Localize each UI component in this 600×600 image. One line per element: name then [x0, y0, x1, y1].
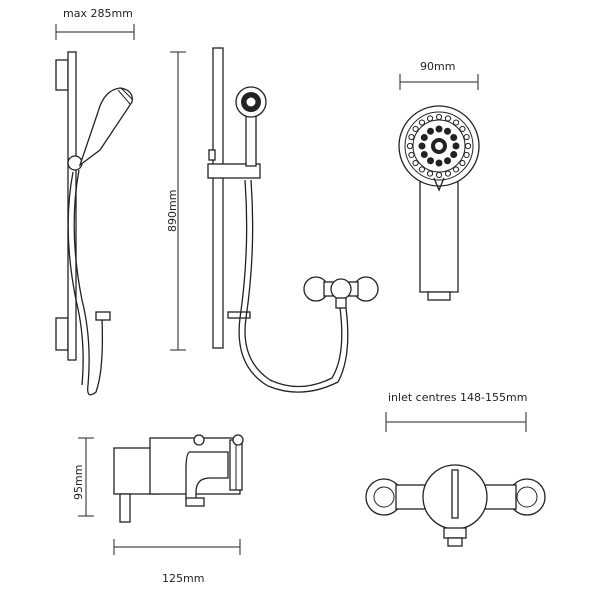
spray-nozzle	[452, 142, 460, 150]
spray-nozzle	[444, 170, 452, 177]
valve-outlet-elbow	[185, 451, 229, 501]
spray-nozzle	[406, 142, 414, 150]
spray-nozzle	[412, 159, 419, 167]
bottom-wall-bracket	[55, 317, 69, 351]
max-width-label: max 285mm	[63, 7, 133, 20]
spray-nozzle	[435, 171, 443, 179]
handset-head-rim	[404, 111, 474, 181]
valve-side-view: 95mm 125mm	[72, 434, 244, 585]
side-view-rail-kit: max 285mm	[55, 7, 135, 396]
spray-nozzle	[450, 151, 458, 158]
spray-nozzle	[435, 125, 443, 133]
valve-top-screw-right	[232, 434, 244, 446]
side-rail	[67, 51, 77, 361]
front-slider	[207, 163, 261, 179]
valve-depth-label: 125mm	[162, 572, 204, 585]
inlet-centres-label: inlet centres 148-155mm	[388, 391, 527, 404]
spray-nozzle	[418, 142, 426, 150]
spray-nozzle	[464, 142, 472, 150]
spray-nozzle	[412, 125, 419, 133]
left-inlet-inner	[373, 486, 395, 508]
spray-nozzle	[418, 119, 426, 126]
side-hose	[73, 169, 111, 396]
spray-nozzle	[418, 166, 426, 173]
rail-clip	[208, 149, 216, 161]
spray-nozzle	[426, 170, 434, 177]
spray-nozzle	[426, 115, 434, 122]
spray-nozzle	[459, 125, 466, 133]
spray-nozzle	[444, 157, 451, 165]
handset-hose-thread	[427, 291, 451, 301]
slider-knob	[67, 155, 83, 171]
valve-outlet-nut	[185, 497, 205, 507]
spray-nozzle	[420, 134, 428, 141]
spray-nozzle	[444, 115, 452, 122]
front-handset-centre	[245, 96, 257, 108]
spray-nozzle	[435, 159, 443, 167]
front-handset-handle	[245, 109, 257, 167]
right-inlet-inner	[516, 486, 538, 508]
spray-nozzle	[408, 151, 415, 159]
front-valve-centre	[330, 278, 352, 300]
handset-centre-nozzle-hole	[435, 142, 443, 150]
hose-connector	[95, 311, 111, 321]
spray-nozzle	[427, 127, 434, 135]
handset-front-view: 90mm	[398, 60, 480, 301]
valve-outlet-thread	[447, 537, 463, 547]
handset-mode-selector	[433, 177, 445, 192]
spray-nozzle	[463, 133, 470, 141]
front-hose	[244, 179, 343, 388]
side-handset	[78, 87, 133, 167]
head-width-label: 90mm	[420, 60, 455, 73]
spray-nozzle	[427, 157, 434, 165]
spray-nozzle	[435, 113, 443, 121]
handset-face-line-2	[120, 87, 134, 101]
handset-nozzles	[406, 113, 472, 179]
valve-inlet-leg	[119, 493, 131, 523]
spray-nozzle	[420, 151, 428, 158]
valve-front-view: inlet centres 148-155mm	[365, 391, 546, 547]
handset-face-line	[117, 89, 131, 105]
handset-handle	[419, 179, 459, 293]
rail-height-label: 890mm	[166, 190, 179, 232]
spray-nozzle	[459, 159, 466, 167]
spray-nozzle	[450, 134, 458, 141]
spray-nozzle	[408, 133, 415, 141]
valve-top-screw	[193, 434, 205, 446]
front-rail	[212, 47, 224, 349]
spray-nozzle	[452, 166, 460, 173]
valve-height-label: 95mm	[72, 465, 85, 500]
top-wall-bracket	[55, 59, 69, 91]
spray-nozzle	[463, 151, 470, 159]
side-hose-inner	[67, 171, 84, 386]
front-valve-outlet	[335, 297, 347, 309]
spray-nozzle	[452, 119, 460, 126]
valve-lever	[451, 469, 459, 519]
valve-outlet-front	[443, 527, 467, 539]
hose-retainer	[227, 311, 251, 319]
front-view-rail-kit: 890mm	[166, 47, 379, 393]
front-hose-outer	[238, 179, 349, 393]
spray-nozzle	[444, 127, 451, 135]
